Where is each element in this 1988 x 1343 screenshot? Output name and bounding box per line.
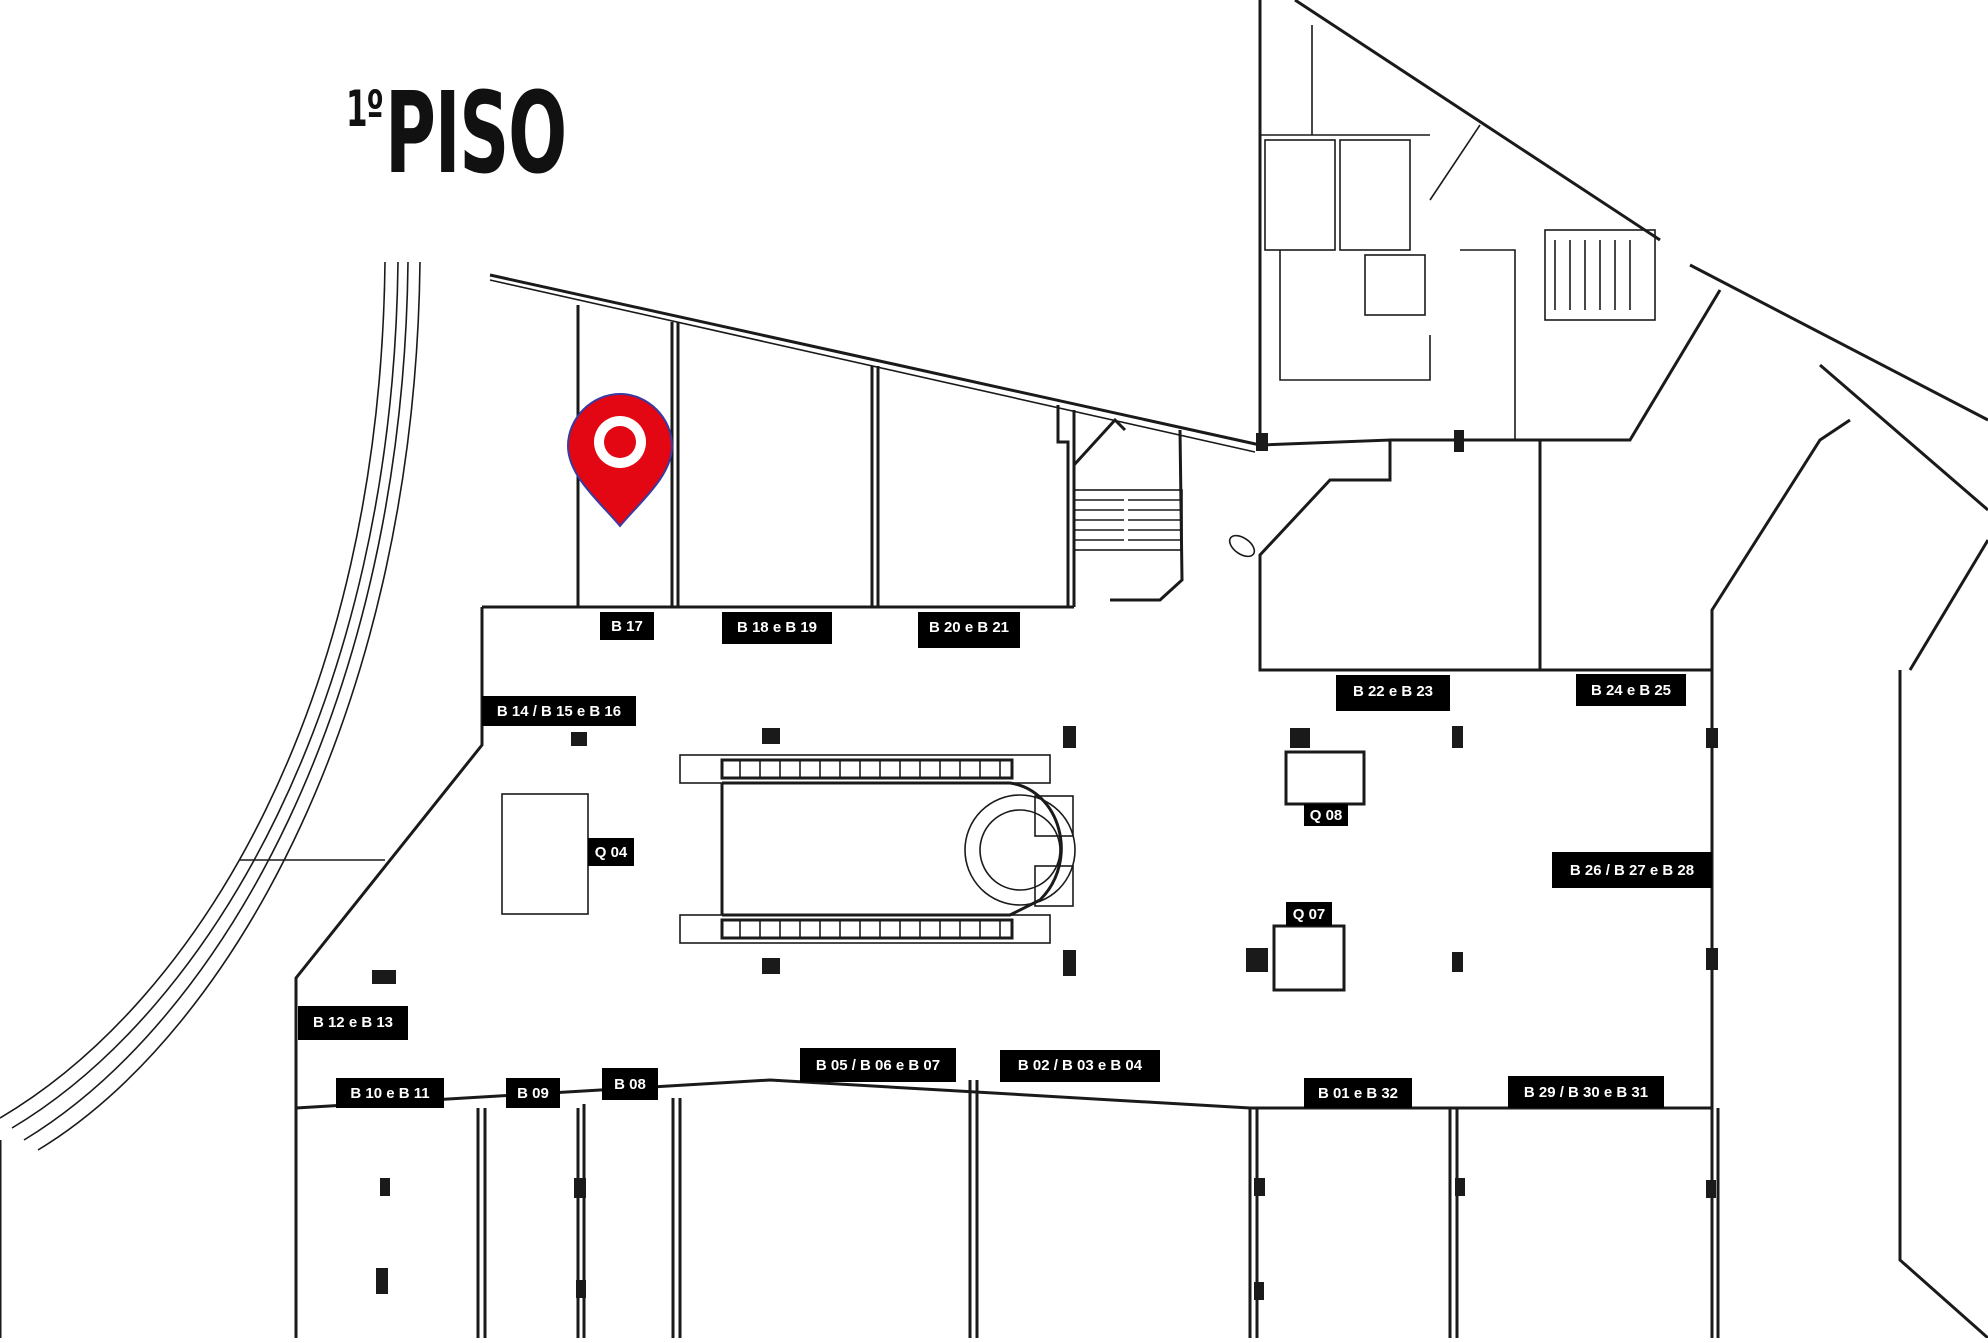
store-label[interactable]: Q 04: [588, 838, 634, 866]
store-label-text: B 24 e B 25: [1591, 682, 1671, 699]
store-label-text: B 05 / B 06 e B 07: [816, 1057, 940, 1074]
store-label[interactable]: B 18 e B 19: [722, 612, 832, 644]
store-label[interactable]: B 08: [602, 1068, 658, 1100]
store-label-text: B 10 e B 11: [350, 1085, 429, 1102]
store-label[interactable]: B 20 e B 21: [918, 612, 1020, 648]
store-label-text: B 22 e B 23: [1353, 683, 1433, 700]
escalator-island: [679, 728, 1076, 974]
bottom-shops: [0, 859, 1720, 1338]
store-label-text: B 14 / B 15 e B 16: [497, 703, 621, 720]
floor-word: PISO: [385, 69, 567, 199]
store-label-text: B 20 e B 21: [929, 619, 1009, 636]
store-label-text: B 09: [517, 1085, 549, 1102]
floor-number: 1º: [346, 79, 384, 138]
store-label[interactable]: B 14 / B 15 e B 16: [482, 696, 636, 726]
kiosk-q08-outline: [1284, 750, 1366, 806]
store-label[interactable]: B 12 e B 13: [298, 1006, 408, 1040]
store-label-text: B 08: [614, 1076, 646, 1093]
store-label[interactable]: B 26 / B 27 e B 28: [1552, 852, 1712, 888]
right-upper-shops: [1258, 263, 1988, 1340]
kiosk-q07-outline: [1272, 924, 1346, 992]
store-label[interactable]: B 10 e B 11: [336, 1078, 444, 1108]
store-labels: B 17 B 18 e B 19 B 20 e B 21 B 14 / B 15…: [298, 612, 1712, 1108]
store-label-text: Q 07: [1293, 906, 1326, 923]
store-label-text: B 29 / B 30 e B 31: [1524, 1084, 1648, 1101]
store-label[interactable]: B 24 e B 25: [1576, 674, 1686, 706]
location-pin-icon[interactable]: [566, 392, 674, 528]
store-label-text: B 02 / B 03 e B 04: [1018, 1057, 1143, 1074]
curved-facade: [0, 261, 421, 1151]
store-label-text: B 12 e B 13: [313, 1014, 393, 1031]
store-label-text: Q 04: [595, 844, 628, 861]
store-label[interactable]: B 05 / B 06 e B 07: [800, 1048, 956, 1082]
store-label-text: B 17: [611, 618, 643, 635]
kiosk-q04-outline: [501, 793, 589, 915]
store-label[interactable]: B 22 e B 23: [1336, 675, 1450, 711]
store-label[interactable]: B 02 / B 03 e B 04: [1000, 1050, 1160, 1082]
store-label-text: B 26 / B 27 e B 28: [1570, 862, 1694, 879]
store-label-text: Q 08: [1310, 807, 1343, 824]
store-label[interactable]: Q 08: [1304, 804, 1348, 826]
service-block: [1228, 0, 1661, 558]
store-label[interactable]: Q 07: [1286, 902, 1332, 926]
store-label[interactable]: B 01 e B 32: [1304, 1078, 1412, 1108]
store-label[interactable]: B 17: [600, 612, 654, 640]
columns: [372, 430, 1718, 1300]
floor-title: 1ºPISO: [346, 78, 567, 190]
store-label[interactable]: B 29 / B 30 e B 31: [1508, 1076, 1664, 1108]
staircase: [1072, 417, 1184, 602]
store-label-text: B 01 e B 32: [1318, 1085, 1398, 1102]
main-corridor-outline: [294, 607, 1714, 1110]
store-label-text: B 18 e B 19: [737, 619, 817, 636]
store-label[interactable]: B 09: [506, 1078, 560, 1108]
